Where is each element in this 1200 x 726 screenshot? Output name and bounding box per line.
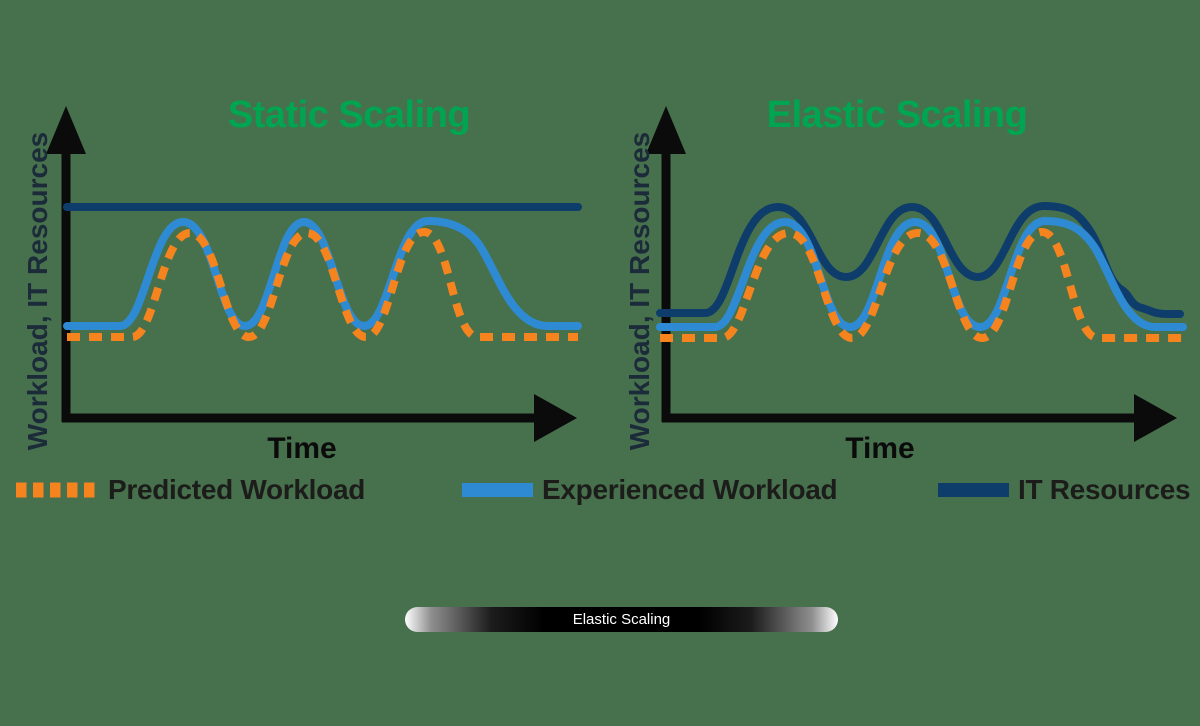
elastic-y-axis-arrow-icon (646, 106, 686, 154)
static-y-axis-arrow-icon (46, 106, 86, 154)
legend-label: Experienced Workload (542, 474, 838, 505)
orange-dashed-line-swatch-icon (16, 482, 99, 498)
elastic-x-axis-arrow-icon (1134, 394, 1177, 442)
legend-label: IT Resources (1018, 474, 1191, 505)
elastic-scaling-gradient-bar: Elastic Scaling (405, 607, 838, 632)
static-x-axis-arrow-icon (534, 394, 577, 442)
legend-label: Predicted Workload (108, 474, 366, 505)
gradient-bar-label: Elastic Scaling (572, 611, 671, 628)
static-chart (46, 106, 582, 442)
elastic-chart (646, 106, 1187, 442)
elastic-experienced-workload-line (656, 217, 1187, 331)
elastic-y-axis-label: Workload, IT Resources (624, 131, 655, 451)
navy-solid-line-swatch-icon (938, 483, 1009, 497)
legend-item-it-resources: IT Resources (938, 474, 1191, 506)
static-x-axis-label: Time (267, 432, 337, 465)
static-chart-title: Static Scaling (227, 94, 471, 136)
legend-item-experienced-workload: Experienced Workload (462, 474, 838, 506)
static-y-axis-label: Workload, IT Resources (22, 131, 53, 451)
static-experienced-workload-line (63, 217, 582, 330)
legend-item-predicted-workload: Predicted Workload (15, 474, 365, 506)
static-predicted-workload-line (67, 227, 578, 342)
elastic-it-resources-line (656, 202, 1184, 318)
elastic-predicted-workload-line (660, 227, 1183, 343)
blue-solid-line-swatch-icon (462, 483, 533, 497)
elastic-chart-title: Elastic Scaling (766, 94, 1028, 136)
elastic-x-axis-label: Time (845, 432, 915, 465)
